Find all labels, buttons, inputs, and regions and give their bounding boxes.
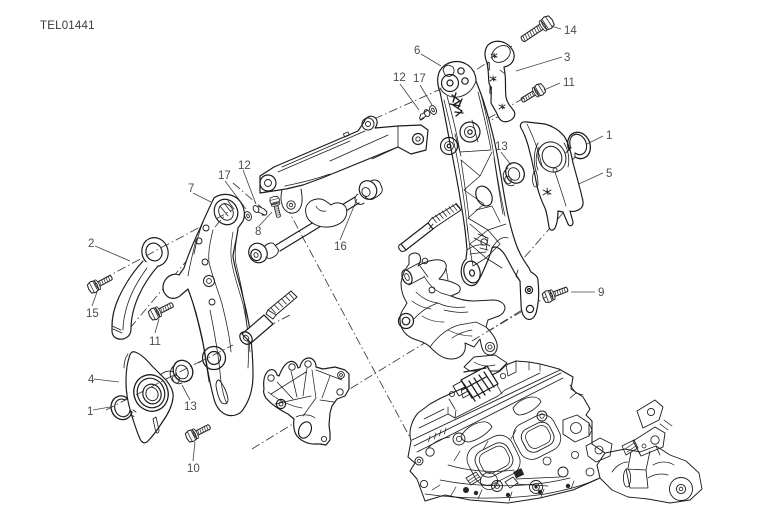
svg-text:9: 9: [598, 287, 604, 299]
svg-text:14: 14: [564, 25, 577, 37]
svg-text:1: 1: [87, 406, 93, 418]
svg-text:11: 11: [149, 336, 161, 348]
svg-text:13: 13: [184, 401, 197, 413]
svg-text:16: 16: [334, 241, 347, 253]
svg-text:7: 7: [188, 183, 194, 195]
svg-text:12: 12: [393, 72, 406, 84]
svg-text:4: 4: [88, 374, 95, 386]
svg-text:1: 1: [606, 130, 612, 142]
svg-text:3: 3: [564, 52, 570, 64]
svg-text:11: 11: [563, 77, 575, 89]
svg-text:10: 10: [187, 463, 200, 475]
svg-text:2: 2: [88, 238, 94, 250]
svg-text:17: 17: [218, 170, 231, 182]
svg-text:17: 17: [413, 73, 426, 85]
svg-text:TEL01441: TEL01441: [40, 20, 95, 32]
svg-text:12: 12: [238, 160, 251, 172]
svg-text:6: 6: [414, 45, 420, 57]
svg-text:8: 8: [255, 226, 261, 238]
svg-text:13: 13: [495, 141, 508, 153]
svg-text:15: 15: [86, 308, 99, 320]
svg-text:5: 5: [606, 168, 612, 180]
